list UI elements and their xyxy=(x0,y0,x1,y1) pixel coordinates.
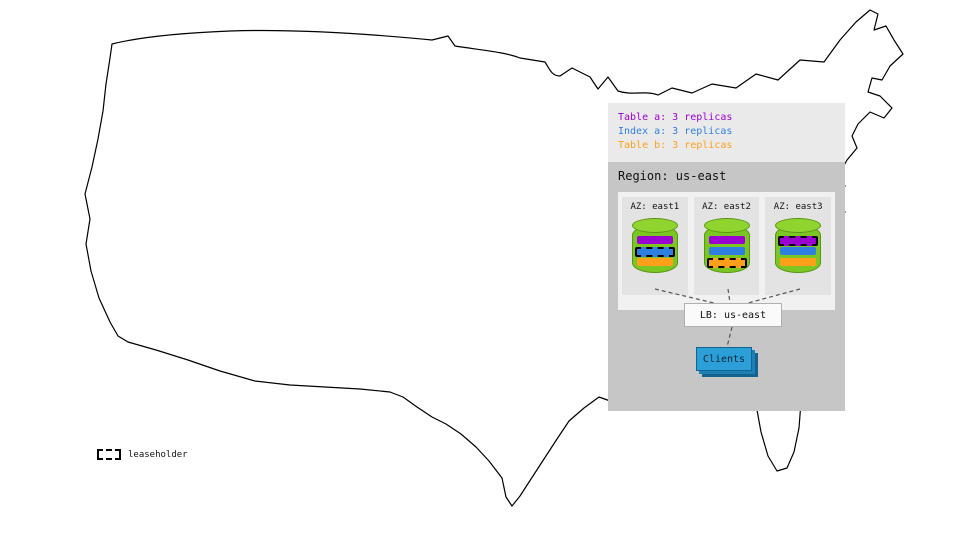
replica-band-table-b xyxy=(706,258,747,268)
cylinder-top xyxy=(775,218,822,233)
leaseholder-key: leaseholder xyxy=(97,449,188,460)
clients-box: Clients xyxy=(696,347,752,371)
legend-item-index-a: Index a: 3 replicas xyxy=(618,126,733,137)
load-balancer-box: LB: us-east xyxy=(684,303,782,327)
replica-legend-panel: Table a: 3 replicas Index a: 3 replicas … xyxy=(608,103,845,162)
leaseholder-key-label: leaseholder xyxy=(128,449,188,460)
cylinder-top xyxy=(631,218,678,233)
replica-band-index-a xyxy=(708,247,745,255)
replica-band-table-a xyxy=(636,236,673,244)
replica-band-table-a xyxy=(708,236,745,244)
az-box-east3: AZ: east3 xyxy=(765,197,832,295)
legend-item-table-b: Table b: 3 replicas xyxy=(618,140,733,151)
replica-band-table-b xyxy=(780,258,817,266)
region-title: Region: us-east xyxy=(618,169,727,183)
az-label: AZ: east1 xyxy=(630,202,680,212)
legend-item-table-a: Table a: 3 replicas xyxy=(618,112,733,123)
database-cylinder xyxy=(631,218,678,276)
leaseholder-swatch-icon xyxy=(97,449,121,460)
database-cylinder xyxy=(703,218,750,276)
az-box-east1: AZ: east1 xyxy=(622,197,688,295)
replica-band-index-a xyxy=(780,247,817,255)
az-label: AZ: east3 xyxy=(773,202,823,212)
region-panel-us-east: Region: us-east AZ: east1 AZ: east2 xyxy=(608,162,845,411)
az-label: AZ: east2 xyxy=(702,202,751,212)
az-box-east2: AZ: east2 xyxy=(693,197,760,295)
replica-band-index-a xyxy=(634,247,675,257)
az-container: AZ: east1 AZ: east2 AZ: east3 xyxy=(618,192,835,310)
replica-band-table-a xyxy=(778,236,819,246)
database-cylinder xyxy=(775,218,822,276)
replica-band-table-b xyxy=(636,258,673,266)
cylinder-top xyxy=(703,218,750,233)
